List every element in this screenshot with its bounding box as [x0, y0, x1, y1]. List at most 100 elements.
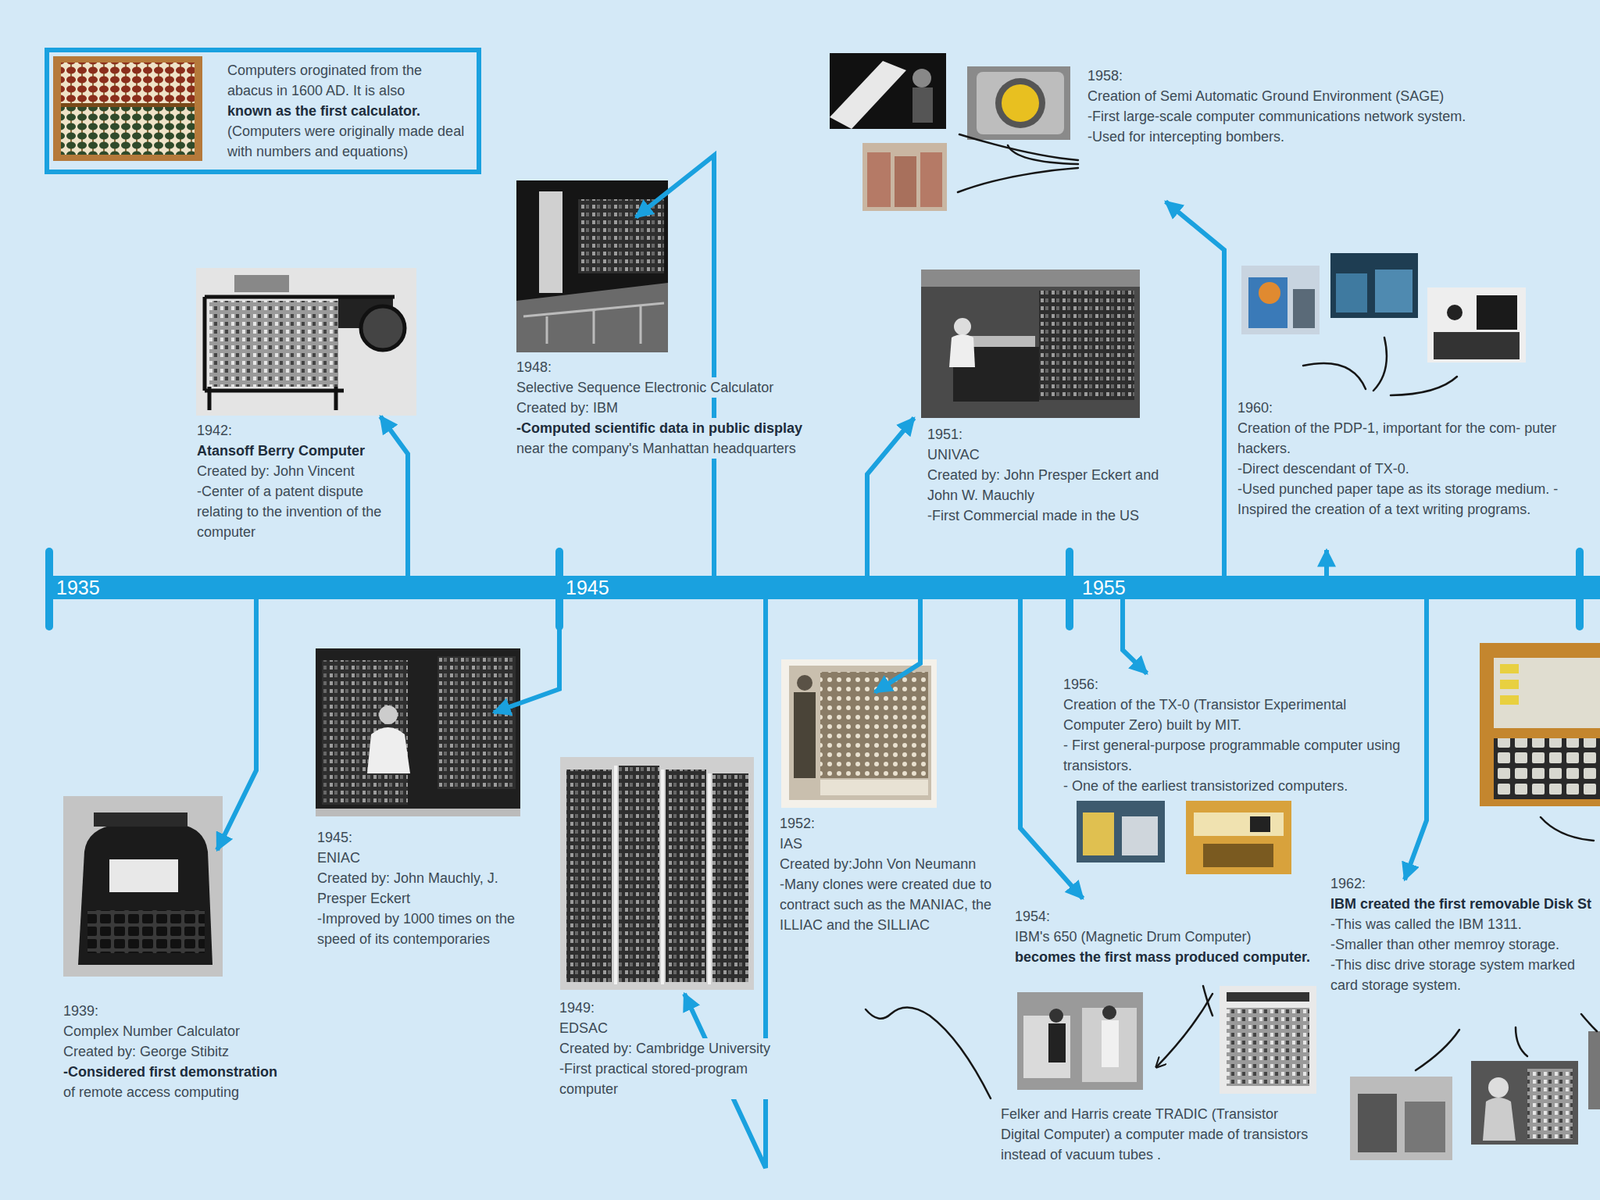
- event-text: Complex Number Calculator: [63, 1021, 240, 1042]
- event-entry: 1949:EDSACCreated by: Cambridge Universi…: [559, 997, 794, 1100]
- event-text: 1949:: [559, 997, 595, 1018]
- event-entry: 1960:Creation of the PDP-1, important fo…: [1237, 397, 1582, 520]
- sage-room-photo: [862, 142, 947, 211]
- sketch-line: [1581, 1014, 1597, 1032]
- timeline-arrow: [217, 155, 1427, 1168]
- year-label: 1945: [565, 575, 610, 600]
- event-text: Atansoff Berry Computer: [196, 440, 365, 461]
- sketch-line: [1540, 817, 1594, 841]
- ssec-photo: [516, 282, 668, 353]
- event-entry: 1939:Complex Number CalculatorCreated by…: [63, 1000, 298, 1103]
- sage-photo: [912, 68, 932, 88]
- event-text: ENIAC: [317, 847, 361, 868]
- calculator-photo: [109, 859, 179, 893]
- disk-room-photo: [1350, 1076, 1453, 1161]
- sage-room-photo: [862, 142, 947, 211]
- timeline-arrow: [867, 417, 915, 576]
- event-text: Creation of Semi Automatic Ground Enviro…: [1087, 85, 1444, 107]
- info-text: (Computers were originally made deal wit…: [227, 121, 468, 162]
- pdp1-room-photo: [1375, 269, 1413, 313]
- abacus-photo: [60, 103, 195, 108]
- event-text: 1942:: [196, 420, 233, 441]
- ibm650-panel-photo: [1226, 1007, 1310, 1086]
- event-text: Selective Sequence Electronic Calculator: [516, 377, 774, 398]
- eniac-photo: [315, 808, 521, 817]
- event-text: Created by: Cambridge University: [559, 1038, 771, 1059]
- pdp1-room-photo: [1330, 253, 1418, 318]
- event-text: IBM's 650 (Magnetic Drum Computer): [1014, 926, 1252, 947]
- event-text: Created by:John Von Neumann: [779, 853, 976, 875]
- timeline-band: 193519451955: [49, 575, 1600, 600]
- sage-photo: [912, 87, 933, 123]
- sketch-line: [1007, 145, 1079, 165]
- event-entry: 1945:ENIACCreated by: John Mauchly, J. P…: [317, 827, 548, 950]
- event-text: -Computed scientific data in public disp…: [516, 417, 803, 439]
- eniac-photo: [315, 648, 521, 817]
- pdp1-operator-photo: [1427, 287, 1526, 363]
- ssec-photo: [516, 180, 668, 353]
- timeline-arrow: [875, 599, 921, 693]
- abc-photo: [196, 267, 417, 416]
- edsac-photo: [560, 757, 754, 990]
- ibm650-panel-photo: [1219, 985, 1317, 1094]
- calculator-photo: [63, 796, 223, 977]
- ias-photo: [781, 659, 937, 808]
- tx0-photo: [1076, 800, 1165, 863]
- abc-photo: [209, 300, 339, 387]
- ibm650-photo: [1017, 992, 1143, 1090]
- event-text: 1952:: [779, 813, 815, 834]
- ibm650-photo: [1023, 1015, 1071, 1079]
- event-text: 1945:: [317, 827, 353, 848]
- ias-photo: [820, 779, 929, 796]
- event-text: 1956:: [1063, 674, 1099, 695]
- sketch-line: [1303, 363, 1366, 390]
- eniac-photo: [378, 705, 398, 725]
- event-text: - First general-purpose programmable com…: [1063, 735, 1411, 776]
- event-text: Created by: John Vincent: [196, 460, 355, 482]
- edsac-photo: [618, 765, 660, 983]
- event-entry: 1954:IBM's 650 (Magnetic Drum Computer)b…: [1014, 906, 1328, 968]
- edsac-photo: [712, 773, 749, 983]
- timeline-arrow: [1165, 201, 1225, 576]
- event-text: - One of the earliest transistorized com…: [1063, 775, 1348, 797]
- sketch-line: [957, 167, 1079, 193]
- event-text: IAS: [779, 833, 803, 854]
- sketch-line: [959, 134, 1079, 161]
- abc-photo: [234, 275, 290, 293]
- sketch-line: [1415, 1029, 1460, 1071]
- tx0-console-photo: [1193, 812, 1284, 836]
- event-entry: 1952:IASCreated by:John Von Neumann-Many…: [779, 813, 1003, 936]
- event-text: 1960:: [1237, 397, 1273, 418]
- disk-operator-photo: [1527, 1068, 1573, 1140]
- ibm1311-photo: [1500, 679, 1519, 690]
- edsac-photo: [665, 769, 707, 983]
- year-label: 1935: [56, 575, 100, 600]
- univac-photo: [1039, 290, 1135, 400]
- event-entry: 1948:Selective Sequence Electronic Calcu…: [516, 357, 853, 459]
- event-text: Creation of the TX-0 (Transistor Experim…: [1063, 694, 1411, 736]
- sage-console-photo: [976, 71, 1065, 135]
- event-text: -First practical stored-program computer: [559, 1058, 794, 1100]
- event-text: Created by: IBM: [516, 397, 618, 418]
- eniac-photo: [315, 648, 521, 817]
- tx0-console-photo: [1185, 800, 1292, 875]
- sketch-line: [865, 1007, 991, 1099]
- event-entry: 1958:Creation of Semi Automatic Ground E…: [1087, 65, 1471, 147]
- event-text: 1958:: [1087, 65, 1123, 86]
- sage-room-photo: [867, 152, 891, 208]
- disk-operator-photo: [1471, 1060, 1579, 1145]
- disk-room-photo: [1357, 1093, 1397, 1153]
- sketch-line: [1373, 337, 1387, 391]
- event-text: Created by: George Stibitz: [63, 1041, 229, 1062]
- disk-operator-photo: [1471, 1060, 1579, 1145]
- event-text: -Center of a patent dispute relating to …: [196, 481, 393, 543]
- pdp1-photo: [1292, 289, 1315, 329]
- sage-room-photo: [920, 152, 943, 208]
- event-text: -Considered first demonstration: [63, 1061, 278, 1083]
- timeline-arrow: [1122, 599, 1147, 674]
- pdp1-operator-photo: [1476, 295, 1518, 330]
